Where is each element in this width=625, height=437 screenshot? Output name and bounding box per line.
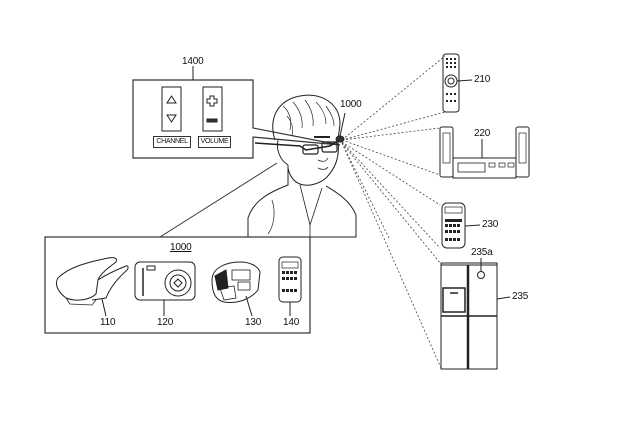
leader-110 [101, 298, 107, 317]
mobile-phone-target[interactable] [441, 202, 481, 249]
volume-down-icon[interactable] [206, 118, 218, 123]
beam-remote-top [341, 55, 446, 141]
ref-1000-wearable: 1000 [340, 99, 362, 110]
ref-235: 235 [512, 291, 529, 302]
beam-phone-top [341, 141, 441, 206]
controller-panel [132, 66, 341, 159]
smartphone-device[interactable] [278, 256, 302, 316]
leader-1000-top [339, 112, 346, 137]
volume-up-icon[interactable] [206, 95, 218, 107]
leader-210 [456, 79, 473, 82]
ref-110: 110 [100, 317, 116, 328]
watch-device[interactable] [211, 261, 261, 317]
leader-230 [464, 224, 481, 227]
ref-1000-group: 1000 [170, 242, 192, 253]
channel-up-icon[interactable] [166, 95, 177, 104]
channel-rocker[interactable] [161, 86, 182, 132]
refrigerator-sensor [477, 271, 485, 279]
volume-label: VOLUME [198, 136, 231, 148]
beam-fridge-bottom [341, 142, 442, 369]
worn-glasses [254, 137, 343, 151]
beam-fridge-top [341, 142, 442, 265]
ref-230: 230 [482, 219, 499, 230]
glasses-device[interactable] [55, 257, 129, 317]
ref-120: 120 [157, 317, 174, 328]
ref-235a: 235a [471, 247, 493, 258]
user-figure [247, 94, 357, 238]
beam-speaker-top [341, 127, 441, 141]
glasses-sensor [335, 135, 345, 143]
remote-control-target[interactable] [442, 53, 473, 113]
leader-235 [496, 296, 511, 300]
device-group-box [44, 236, 311, 334]
hair [272, 94, 341, 141]
signal-beams [341, 55, 446, 369]
channel-label: CHANNEL [153, 136, 191, 148]
channel-down-icon[interactable] [166, 114, 177, 123]
leader-130 [245, 295, 253, 317]
refrigerator-target[interactable] [440, 258, 511, 370]
ref-140: 140 [283, 317, 300, 328]
ref-210: 210 [474, 74, 491, 85]
volume-rocker[interactable] [202, 86, 223, 132]
camera-device[interactable] [134, 261, 196, 316]
ref-220: 220 [474, 128, 491, 139]
beam-phone-bottom [341, 141, 441, 249]
beam-remote-bottom [341, 111, 446, 141]
ref-1400: 1400 [182, 56, 204, 67]
leader-device-group [159, 162, 278, 238]
beam-speaker-bottom [341, 139, 441, 176]
audio-system-target[interactable] [439, 126, 530, 179]
face-outline [277, 139, 339, 186]
shoulders [247, 165, 357, 238]
ref-130: 130 [245, 317, 262, 328]
